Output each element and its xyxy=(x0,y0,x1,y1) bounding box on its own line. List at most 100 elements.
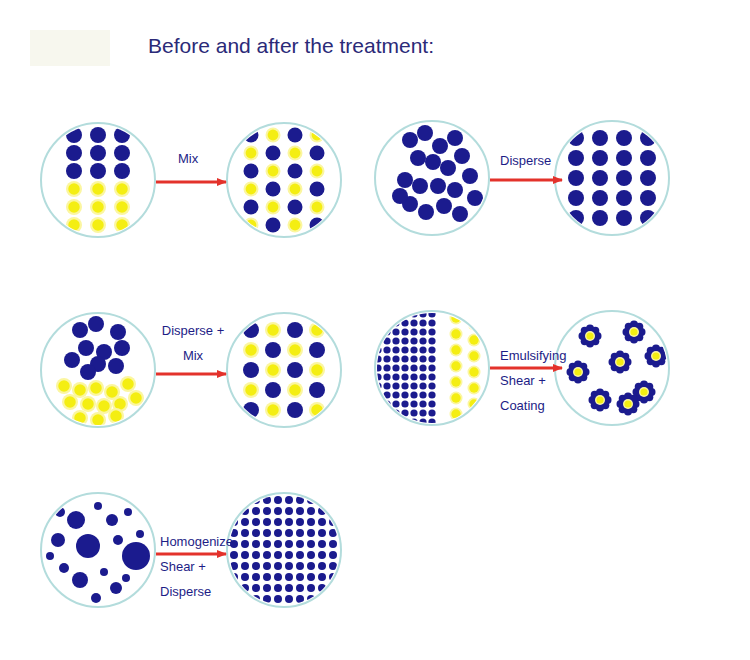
yellow-particle xyxy=(114,217,130,233)
yellow-particle xyxy=(266,164,281,179)
yellow-particle xyxy=(288,146,303,161)
yellow-core xyxy=(267,404,279,416)
blue-particle xyxy=(419,355,426,362)
blue-particle xyxy=(410,319,417,326)
blue-particle xyxy=(318,584,326,592)
blue-particle xyxy=(410,310,417,317)
blue-particle xyxy=(114,145,130,161)
yellow-core xyxy=(130,392,142,404)
particles xyxy=(230,496,337,603)
yellow-core xyxy=(245,384,257,396)
yellow-particle xyxy=(120,376,136,392)
blue-particle xyxy=(392,310,399,317)
blue-particle xyxy=(616,210,632,226)
blue-particle xyxy=(243,322,259,338)
yellow-particle xyxy=(243,342,259,358)
blue-particle xyxy=(274,518,282,526)
blue-particle xyxy=(401,310,408,317)
yellow-particle xyxy=(468,398,481,411)
blue-particle xyxy=(318,595,326,603)
yellow-particle xyxy=(468,414,481,427)
blue-particle xyxy=(285,529,293,537)
blue-particle xyxy=(392,355,399,362)
blue-particle xyxy=(124,508,132,516)
blue-particle xyxy=(419,400,426,407)
blue-particle xyxy=(263,573,271,581)
blue-particle xyxy=(59,563,69,573)
yellow-particle xyxy=(90,412,106,428)
blue-particle xyxy=(425,154,441,170)
blue-particle xyxy=(329,595,337,603)
blue-particle xyxy=(110,324,126,340)
blue-particle xyxy=(285,562,293,570)
blue-particle xyxy=(252,562,260,570)
blue-particle xyxy=(263,562,271,570)
yellow-core xyxy=(624,400,631,407)
blue-particle xyxy=(401,418,408,425)
blue-particle xyxy=(252,529,260,537)
blue-particle xyxy=(432,138,448,154)
sample-circle xyxy=(227,493,341,607)
blue-particle xyxy=(329,584,337,592)
blue-particle xyxy=(114,163,130,179)
yellow-core xyxy=(652,352,659,359)
yellow-particle xyxy=(288,182,303,197)
yellow-particle xyxy=(450,312,463,325)
yellow-particle xyxy=(114,199,130,215)
yellow-core xyxy=(586,332,593,339)
blue-particle xyxy=(307,496,315,504)
blue-particle xyxy=(296,551,304,559)
blue-particle xyxy=(244,200,259,215)
blue-particle xyxy=(410,373,417,380)
blue-particle xyxy=(307,562,315,570)
blue-particle xyxy=(265,342,281,358)
blue-particle xyxy=(410,418,417,425)
particles xyxy=(46,502,150,603)
blue-particle xyxy=(410,337,417,344)
yellow-core xyxy=(74,384,86,396)
yellow-core xyxy=(630,328,637,335)
blue-particle xyxy=(241,496,249,504)
blue-particle xyxy=(274,584,282,592)
blue-particle xyxy=(616,130,632,146)
blue-particle xyxy=(410,409,417,416)
yellow-core xyxy=(312,166,323,177)
blue-particle xyxy=(310,146,325,161)
blue-particle xyxy=(296,507,304,515)
yellow-particle xyxy=(72,410,88,426)
yellow-particle xyxy=(468,318,481,331)
yellow-core xyxy=(246,148,257,159)
blue-particle xyxy=(263,507,271,515)
blue-particle xyxy=(274,551,282,559)
yellow-core xyxy=(68,219,80,231)
blue-particle xyxy=(307,507,315,515)
blue-particle xyxy=(392,391,399,398)
blue-particle xyxy=(266,146,281,161)
blue-particle xyxy=(263,595,271,603)
blue-particle xyxy=(374,382,381,389)
blue-particle xyxy=(309,382,325,398)
blue-particle xyxy=(230,562,238,570)
blue-particle xyxy=(392,373,399,380)
blue-particle xyxy=(374,418,381,425)
yellow-particle xyxy=(468,350,481,363)
blue-particle xyxy=(419,382,426,389)
diagram-title: Before and after the treatment: xyxy=(148,34,434,58)
yellow-particle xyxy=(639,387,649,397)
blue-particle xyxy=(307,584,315,592)
blue-particle xyxy=(274,573,282,581)
blue-particle xyxy=(307,540,315,548)
yellow-core xyxy=(596,396,603,403)
yellow-particle xyxy=(450,392,463,405)
blue-particle xyxy=(66,127,82,143)
blue-particle xyxy=(419,409,426,416)
blue-particle xyxy=(274,595,282,603)
blue-particle xyxy=(418,204,434,220)
yellow-core xyxy=(90,382,102,394)
blue-particle xyxy=(392,346,399,353)
blue-particle xyxy=(592,190,608,206)
blue-particle xyxy=(241,562,249,570)
blue-particle xyxy=(454,148,470,164)
blue-particle xyxy=(108,358,124,374)
blue-particle xyxy=(383,400,390,407)
